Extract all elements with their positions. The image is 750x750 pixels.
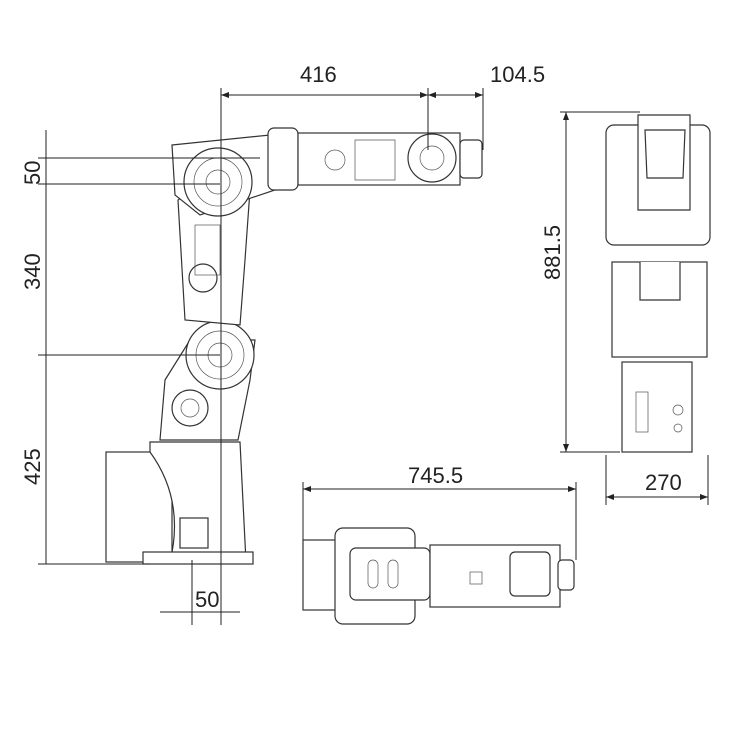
dim-50-top: 50 — [20, 161, 45, 185]
forearm-joint — [267, 127, 299, 191]
dim-340: 340 — [20, 253, 45, 290]
front-view: 881.5 270 — [540, 111, 711, 505]
base-column — [149, 441, 247, 563]
dim-881-5: 881.5 — [540, 225, 565, 280]
base-connector — [179, 517, 209, 549]
flange — [459, 139, 483, 179]
side-view — [105, 127, 483, 565]
wrist-joint — [407, 133, 457, 183]
dim-425: 425 — [20, 448, 45, 485]
dim-270: 270 — [645, 470, 682, 495]
top-view: 745.5 — [302, 463, 577, 625]
dim-104-5: 104.5 — [490, 62, 545, 87]
side-view-dimensions: 416 104.5 50 340 425 50 — [20, 62, 545, 625]
top-flange — [557, 559, 575, 591]
base-plate — [142, 551, 254, 565]
dim-745-5: 745.5 — [408, 463, 463, 488]
dim-416: 416 — [300, 62, 337, 87]
front-base — [621, 361, 693, 453]
dim-50-bottom: 50 — [195, 587, 219, 612]
top-wrist — [509, 551, 551, 597]
joint-1 — [171, 389, 209, 427]
